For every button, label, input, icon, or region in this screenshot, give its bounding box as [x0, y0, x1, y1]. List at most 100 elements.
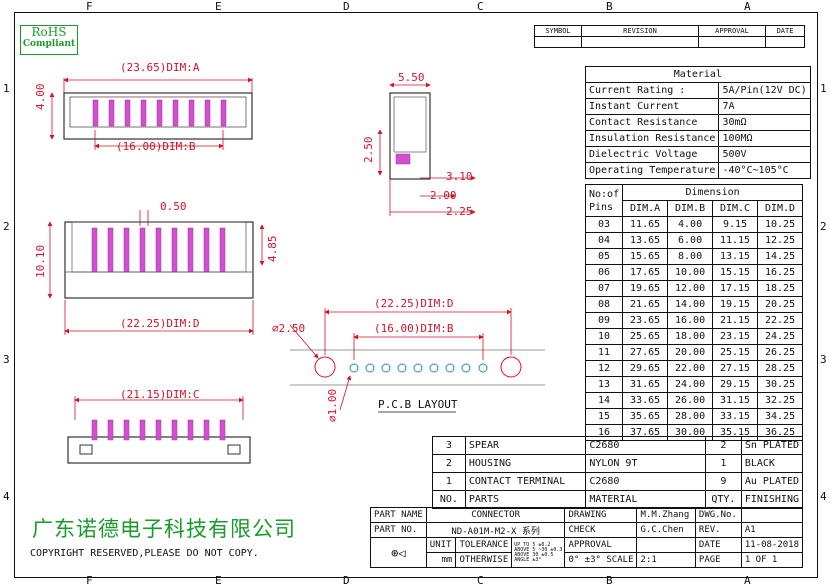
dim-label-front-height: 10.10 [34, 244, 47, 278]
dimension-pin-count: 09 [584, 312, 624, 329]
dim-label-hole-small-value: 1.00 [326, 388, 339, 416]
tolerance-value: ±3° [532, 556, 542, 563]
dimension-col-header: DIM.A [622, 200, 669, 217]
rev-value: A1 [740, 522, 804, 538]
dim-label-hole-large-value: 2.50 [278, 322, 306, 335]
dim-label-a: (23.65)DIM:A [120, 61, 200, 74]
dimension-cell: 31.15 [712, 392, 759, 409]
dimension-cell: 17.15 [712, 280, 759, 297]
tolerance-line: ABOVE 5 ~30 ±0.3 [514, 546, 562, 553]
dimension-pin-count: 03 [584, 216, 624, 233]
dim-label-height: 4.00 [34, 83, 47, 111]
zone-label: 1 [820, 82, 827, 95]
material-value: 7A [718, 98, 811, 115]
material-key: Instant Current [584, 98, 720, 115]
dim-label-pcb-d: (22.25)DIM:D [374, 297, 454, 310]
dimension-pin-count: 07 [584, 280, 624, 297]
dimension-pin-count: 12 [584, 360, 624, 377]
dimension-cell: 19.65 [622, 280, 669, 297]
part-name-label: PART NAME [370, 507, 427, 523]
date-label: DATE [694, 537, 742, 553]
tolerance-value: ±0.5 [541, 551, 554, 558]
dim-label-side-width: 5.50 [398, 71, 425, 84]
bom-cell: SPEAR [464, 436, 587, 455]
dimension-pin-count: 11 [584, 344, 624, 361]
dim-label-side-4: 2.00 [430, 189, 457, 202]
revision-header-row: SYMBOL REVISION APPROVAL DATE [534, 25, 805, 37]
dimension-cell: 17.65 [622, 264, 669, 281]
title-row: mm OTHERWISE 0° ±3° SCALE 2:1 PAGE 1 OF … [371, 552, 804, 568]
zone-label: 4 [3, 490, 10, 503]
side-view [377, 82, 476, 216]
material-title-row: Material [585, 66, 811, 83]
zone-label: 3 [820, 353, 827, 366]
dimension-cell: 13.15 [712, 248, 759, 265]
approval-value [636, 537, 696, 553]
zone-label: A [744, 574, 751, 587]
pins-header-line1: No:of [589, 188, 620, 200]
rohs-title: RoHS [31, 25, 67, 39]
bom-cell: C2680 [585, 436, 707, 455]
dimension-cell: 20.00 [667, 344, 714, 361]
dimension-cell: 6.00 [667, 232, 714, 249]
dimension-pin-count: 08 [584, 296, 624, 313]
bom-cell: NO. [432, 490, 466, 509]
tolerance-value: ±0.2 [538, 541, 551, 548]
dimension-cell: 31.65 [622, 376, 669, 393]
zone-label: F [86, 574, 93, 587]
bom-cell: 2 [705, 436, 742, 455]
dimension-cell: 26.00 [667, 392, 714, 409]
dimension-cell: 30.25 [757, 376, 803, 393]
dimension-cell: 11.65 [622, 216, 669, 233]
check-value: G.C.Chen [636, 522, 696, 538]
dimension-cell: 19.15 [712, 296, 759, 313]
dim-label-front-right: 4.85 [266, 235, 279, 263]
bom-cell: Sn PLATED [740, 436, 804, 455]
material-value: -40°C~105°C [718, 162, 811, 179]
bom-cell: 1 [705, 454, 742, 473]
dimension-cell: 10.25 [757, 216, 803, 233]
bom-cell: PARTS [464, 490, 587, 509]
part-name-value: CONNECTOR [425, 507, 566, 523]
zone-label: 1 [3, 82, 10, 95]
dimension-cell: 24.25 [757, 328, 803, 345]
tolerance-range: ABOVE 5 ~30 [514, 546, 548, 553]
angle-value: 0° ±3° [568, 555, 601, 565]
tolerance-table: UP TO 5 ±0.2 ABOVE 5 ~30 ±0.3 ABOVE 30 ±… [511, 537, 566, 568]
material-value: 500V [718, 146, 811, 163]
dimension-pin-count: 15 [584, 408, 624, 425]
dimension-pin-count: 05 [584, 248, 624, 265]
dimension-cell: 34.25 [757, 408, 803, 425]
pcb-layout-view [289, 308, 545, 413]
drawing-value: M.M.Zhang [636, 507, 696, 523]
dimension-pin-count: 10 [584, 328, 624, 345]
zone-label: 3 [3, 353, 10, 366]
part-no-value: ND-A01M-M2-X 系列 [425, 522, 566, 538]
material-title: Material [585, 66, 811, 83]
dimension-cell: 4.00 [667, 216, 714, 233]
bom-cell: 3 [432, 436, 466, 455]
bom-cell: 1 [432, 472, 466, 491]
material-key: Insulation Resistance [584, 130, 720, 147]
zone-label: B [606, 574, 613, 587]
material-row: Operating Temperature-40°C~105°C [584, 162, 811, 179]
revision-empty-row [534, 36, 805, 48]
rev-label: REV. [694, 522, 742, 538]
zone-label: D [343, 0, 350, 13]
dim-label-hole-large: ⌀2.50 [272, 322, 306, 335]
dimension-cell: 15.65 [622, 248, 669, 265]
company-name: 广东诺德电子科技有限公司 [32, 517, 296, 541]
unit-label: UNIT [425, 537, 457, 553]
dimension-pin-count: 14 [584, 392, 624, 409]
dimension-cell: 11.15 [712, 232, 759, 249]
